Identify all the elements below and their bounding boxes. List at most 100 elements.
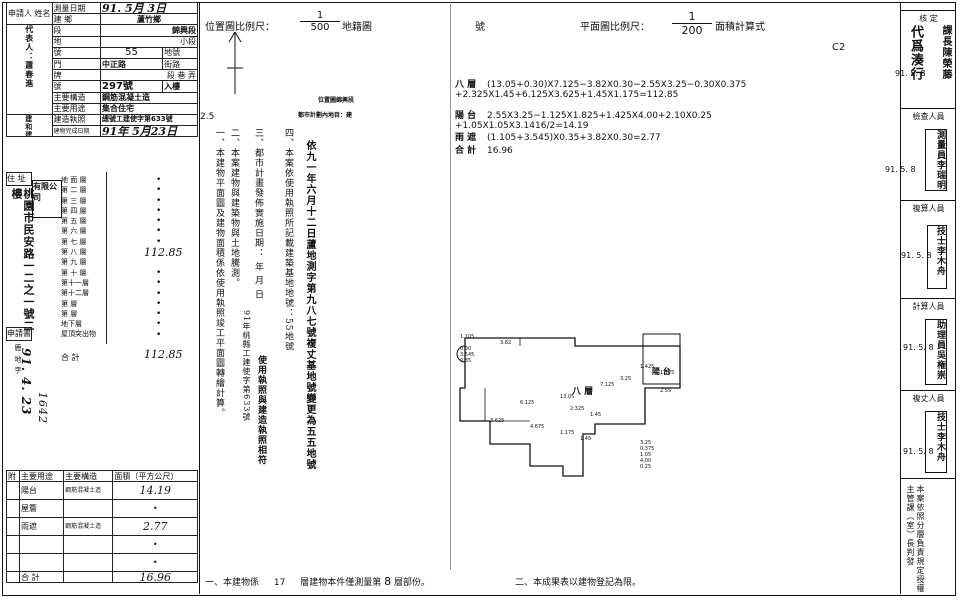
attach-use: 雨遮: [18, 517, 65, 537]
calc-text: 16.96: [487, 146, 513, 156]
land-no-label: 號: [51, 46, 101, 59]
note-1: 一、本建物平面圖及建物面積係依使用執照竣工平面圖轉繪計算。: [214, 128, 224, 418]
recalc-label: 複算人員: [912, 204, 945, 213]
street-label-cell: 門: [51, 57, 101, 71]
plan-subheading: 都市計劃內地目：建: [298, 112, 353, 119]
permit-date: 91年 5月23日: [99, 125, 199, 138]
calc-text: (1.105+3.545)X0.35+3.82X0.30=2.77: [487, 133, 661, 143]
floors-section: 住 址 桃園市民安路一二之一號二樓 申請書 鹿 地 字 91. 4. 23 16…: [6, 172, 198, 462]
dot: •: [156, 329, 162, 340]
plan-dims-left: 1.105 3.82 0.30 3.545 0.35 1.425 1.125 3…: [460, 334, 674, 442]
floor-label: 第 六 層: [61, 227, 87, 236]
authorization-box: 本案依照分層負責規定授權主管課（室）長判發: [901, 478, 956, 595]
plan-dim: 7.125: [600, 382, 615, 388]
permit-no: 總號工建使字第633號: [99, 113, 199, 127]
approval-label: 核 定: [919, 14, 938, 23]
plan-scale-label: 平面圖比例尺：: [580, 22, 650, 33]
floor-label: 第 四 層: [61, 206, 87, 215]
survey-date-label: 測量日期: [51, 1, 101, 15]
plan-dim: 6.125: [520, 400, 535, 406]
floor-label: 屋頂突出物: [61, 330, 96, 339]
dot: •: [156, 216, 162, 227]
applicant-org: 代表人：蕭春進: [6, 24, 53, 115]
plan-dim: 1.05: [640, 452, 652, 458]
location-scale-label: 位置圖比例尺：: [205, 22, 275, 33]
attach-header-cell: 附: [6, 469, 20, 483]
land-no: 55: [99, 46, 164, 59]
dot: •: [112, 553, 198, 573]
permit-date-label: 建物完成日期: [51, 125, 101, 138]
plan-dim: 13.05: [560, 394, 575, 400]
subsection: 小段: [99, 35, 199, 48]
plan-dim: 4.00: [640, 458, 652, 464]
calc-label: 合 計: [455, 146, 477, 156]
computer-box: 計算人員 助理員吳権崇 91. 5. 8: [901, 298, 956, 389]
dot: •: [112, 535, 198, 555]
lane: 段 巷 弄: [99, 69, 199, 82]
calc-text: (13.05+0.30)X7.125−3.82X0.30−2.55X3.25−0…: [455, 80, 747, 100]
attach-header-cell: 主要用途: [18, 469, 65, 483]
floor8-area: 112.85: [144, 246, 183, 259]
note-5: 91年桃縣工建使字第633號: [242, 310, 251, 422]
floor-dots: •••••••: [156, 175, 161, 247]
township: 蘆竹鄉: [99, 13, 199, 26]
footer-1a: 一、本建物係: [205, 578, 260, 588]
door-label-cell: 號: [51, 80, 101, 93]
calc-total: 合 計 16.96: [455, 146, 513, 156]
reviewer-date: 91. 5. 8: [903, 447, 934, 456]
plan-label-floor: 八 層: [572, 387, 594, 397]
floor-label: 第 十 層: [61, 268, 87, 277]
attach-empty: [63, 571, 114, 584]
attach-use: 陽台: [18, 481, 65, 501]
attach-side: [6, 535, 20, 555]
plan-dim: 3.25: [620, 376, 632, 382]
dot: •: [112, 499, 198, 519]
calc-canopy: 雨 遮 (1.105+3.545)X0.35+3.82X0.30=2.77: [455, 133, 661, 143]
checker-label: 檢查人員: [912, 112, 945, 121]
land-no-suffix: 地號: [162, 46, 198, 59]
divider-left: [199, 2, 200, 594]
address: 桃園市民安路一二之一號二樓: [10, 188, 35, 332]
plan-dim: 4.675: [530, 424, 545, 430]
attach-struct: [63, 499, 114, 519]
computer-label: 計算人員: [912, 302, 945, 311]
attach-empty: [63, 553, 114, 573]
floor-label: 第 八 層: [61, 248, 87, 257]
plan-dim: 1.45: [580, 436, 592, 442]
floor-dots-lower: •••••••: [156, 268, 161, 340]
attach-side: [6, 517, 20, 537]
plan-dim: 0.25: [640, 464, 652, 470]
approval-box: 核 定 課長陳榮藤 代爲湊行 91. 5. 8: [895, 10, 956, 97]
footer-measured-floor: 8: [384, 575, 392, 588]
footer-note-2: 二、本成果表以建物登記為限。: [515, 578, 642, 588]
main-structure: 鋼筋混凝土造: [99, 91, 199, 104]
recalc-stamp: 技士李木舟: [927, 225, 947, 289]
floor-label: 第 三 層: [61, 196, 87, 205]
authorization-note: 本案依照分層負責規定授權主管課（室）長判發: [906, 485, 925, 593]
location-scale: 位置圖比例尺：: [205, 18, 275, 33]
computer-date: 91. 5. 8: [903, 343, 934, 352]
dot: •: [156, 226, 162, 237]
chief-stamp: 課長陳榮藤: [940, 25, 951, 80]
apply-no-vertical: 鹿 地 字: [14, 344, 22, 375]
location-scale-fraction: 1 500: [300, 10, 340, 33]
footer-floors: 17: [273, 578, 286, 588]
calc-floor8: 八 層(13.05+0.30)X7.125−3.82X0.30−2.55X3.2…: [455, 80, 746, 100]
checker-date: 91. 5. 8: [885, 165, 916, 174]
dot: •: [156, 195, 162, 206]
floor-label: 第 五 層: [61, 217, 87, 226]
dot: •: [156, 309, 162, 320]
plan-dim: 3.82: [500, 340, 512, 346]
survey-date: 91. 5月 3日: [99, 1, 199, 15]
location-scale-num: 1: [316, 10, 324, 21]
dot: •: [156, 288, 162, 299]
calc-label: 雨 遮: [455, 133, 477, 143]
plan-dim: 0.30: [460, 346, 472, 352]
floor-plan-drawing: [456, 333, 681, 477]
plan-label-balcony: 陽 台: [652, 367, 671, 376]
approval-stamp: 代爲湊行: [908, 25, 923, 81]
plan-dim: 3.25: [640, 440, 652, 446]
checker-stamp: 測量員李瑞明: [925, 129, 947, 191]
total-area: 112.85: [144, 348, 183, 361]
